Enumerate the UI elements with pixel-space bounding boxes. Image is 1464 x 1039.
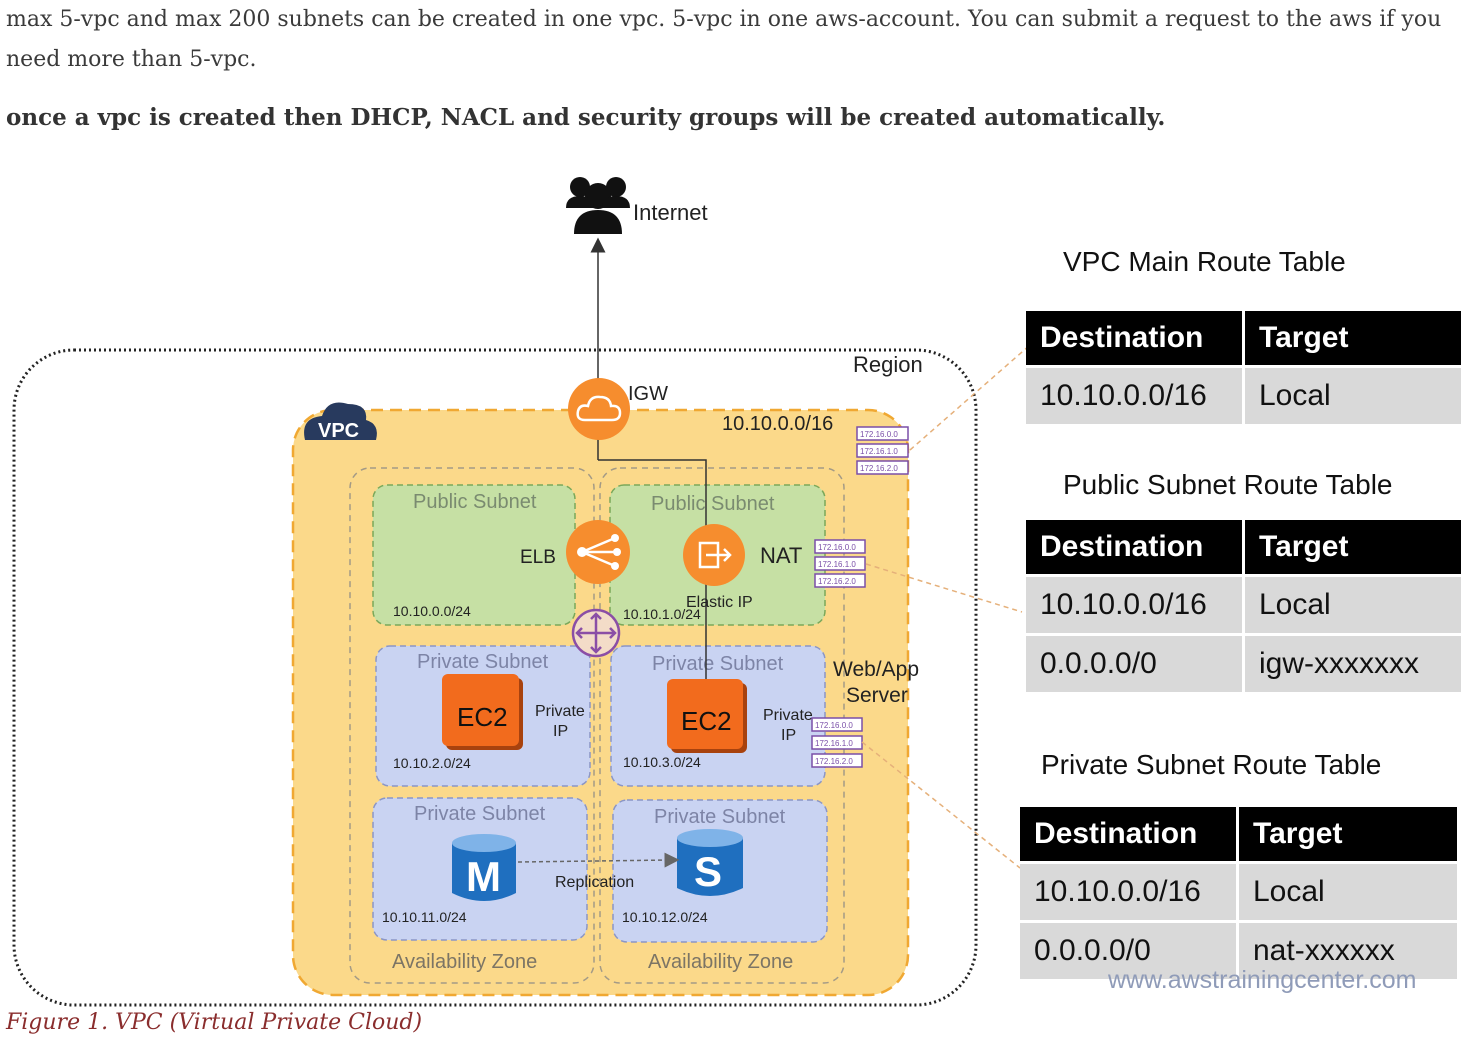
nat-label: NAT <box>760 543 802 568</box>
route-chips-private: 172.16.0.0 172.16.1.0 172.16.2.0 <box>811 717 863 768</box>
private-route-table: Destination Target 10.10.0.0/16 Local 0.… <box>1020 807 1457 979</box>
public-route-table-title: Public Subnet Route Table <box>1063 469 1393 500</box>
route-chip-label: 172.16.1.0 <box>815 739 853 748</box>
table-header: Destination <box>1026 520 1245 576</box>
db-subnet-1-label: Private Subnet <box>414 803 546 825</box>
leader-line-private <box>861 741 1021 869</box>
web-app-label-2: Server <box>846 684 908 707</box>
table-row: 0.0.0.0/0 nat-xxxxxx <box>1020 920 1457 979</box>
table-header: Destination <box>1026 311 1245 367</box>
db-subnet-2-label: Private Subnet <box>654 806 786 828</box>
private-route-table-title: Private Subnet Route Table <box>1041 749 1382 780</box>
table-cell: nat-xxxxxx <box>1237 920 1457 979</box>
table-row: 0.0.0.0/0 igw-xxxxxxx <box>1026 633 1461 692</box>
subnet-cidr-priv1: 10.10.2.0/24 <box>393 755 471 771</box>
table-row: 10.10.0.0/16 Local <box>1020 861 1457 922</box>
region-boundary <box>12 348 978 1007</box>
availability-zone-1 <box>349 467 595 984</box>
table-row: 10.10.0.0/16 Local <box>1026 574 1461 635</box>
route-chip-label: 172.16.1.0 <box>818 560 856 569</box>
private-ip-2-line1: Private <box>763 707 813 724</box>
table-row: 10.10.0.0/16 Local <box>1026 365 1461 424</box>
table-cell: 10.10.0.0/16 <box>1020 861 1239 922</box>
public-subnet-2-label: Public Subnet <box>651 493 775 515</box>
ec2-instance-2: EC2 <box>667 679 747 753</box>
intro-paragraph: max 5-vpc and max 200 subnets can be cre… <box>6 7 1442 72</box>
table-cell: Local <box>1237 861 1457 922</box>
region-label: Region <box>853 352 923 377</box>
table-header: Destination <box>1020 807 1239 863</box>
route-chip-label: 172.16.0.0 <box>860 430 898 439</box>
leader-line-main <box>909 344 1031 451</box>
private-ip-1-line2: IP <box>553 723 568 740</box>
igw-label: IGW <box>628 383 668 405</box>
db-master-icon: M <box>452 834 516 901</box>
route-chip-label: 172.16.0.0 <box>815 721 853 730</box>
main-route-table: Destination Target 10.10.0.0/16 Local <box>1026 311 1461 424</box>
public-route-table: Destination Target 10.10.0.0/16 Local 0.… <box>1026 520 1461 692</box>
vpc-cloud-badge: VPC <box>304 402 377 442</box>
subnet-cidr-priv2: 10.10.3.0/24 <box>623 754 701 770</box>
route-chip-label: 172.16.2.0 <box>860 464 898 473</box>
table-header: Target <box>1237 807 1457 863</box>
ec2-label-2: EC2 <box>681 706 732 736</box>
subnet-cidr-pub1: 10.10.0.0/24 <box>393 603 471 619</box>
route-chip-label: 172.16.0.0 <box>818 543 856 552</box>
bold-statement: once a vpc is created then DHCP, NACL an… <box>6 104 1166 131</box>
table-cell: igw-xxxxxxx <box>1243 633 1461 692</box>
table-header: Target <box>1243 311 1461 367</box>
route-chips-vpc: 172.16.0.0 172.16.1.0 172.16.2.0 <box>856 426 909 475</box>
private-subnet-1-label: Private Subnet <box>417 651 549 673</box>
leader-line-public <box>865 563 1023 613</box>
subnet-cidr-db1: 10.10.11.0/24 <box>382 909 467 925</box>
table-cell: 0.0.0.0/0 <box>1020 920 1239 979</box>
users-icon <box>566 177 630 234</box>
elb-label: ELB <box>520 547 556 568</box>
availability-zone-2 <box>599 467 845 984</box>
route-chip-label: 172.16.2.0 <box>815 757 853 766</box>
db-master-letter: M <box>466 853 501 900</box>
subnet-cidr-pub2: 10.10.1.0/24 <box>623 606 701 622</box>
private-ip-2-line2: IP <box>781 727 796 744</box>
figure-caption: Figure 1. VPC (Virtual Private Cloud) <box>6 1010 423 1035</box>
route-chips-public: 172.16.0.0 172.16.1.0 172.16.2.0 <box>814 539 866 588</box>
table-header: Target <box>1243 520 1461 576</box>
az-label-2: Availability Zone <box>648 951 793 973</box>
ec2-label-1: EC2 <box>457 702 508 732</box>
watermark: www.awstrainingcenter.com <box>1108 966 1417 994</box>
subnet-cidr-db2: 10.10.12.0/24 <box>622 909 708 925</box>
web-app-label-1: Web/App <box>833 658 919 681</box>
table-cell: Local <box>1243 574 1461 635</box>
az-label-1: Availability Zone <box>392 951 537 973</box>
private-ip-1-line1: Private <box>535 703 585 720</box>
nat-icon <box>683 524 745 586</box>
vpc-badge-label: VPC <box>318 420 359 442</box>
router-icon <box>571 608 621 658</box>
private-subnet-2-label: Private Subnet <box>652 653 784 675</box>
replication-label: Replication <box>555 874 634 891</box>
main-route-table-title: VPC Main Route Table <box>1063 246 1346 277</box>
vpc-cidr-label: 10.10.0.0/16 <box>722 413 833 435</box>
elb-icon <box>566 520 630 584</box>
table-cell: Local <box>1243 365 1461 424</box>
elastic-ip-label: Elastic IP <box>686 594 753 611</box>
internet-label: Internet <box>633 200 708 225</box>
ec2-instance-1: EC2 <box>442 674 523 750</box>
table-cell: 10.10.0.0/16 <box>1026 574 1245 635</box>
nat-link-line <box>598 459 707 690</box>
public-subnet-1-label: Public Subnet <box>413 491 537 513</box>
table-cell: 0.0.0.0/0 <box>1026 633 1245 692</box>
route-chip-label: 172.16.2.0 <box>818 577 856 586</box>
route-chip-label: 172.16.1.0 <box>860 447 898 456</box>
db-slave-icon: S <box>677 829 743 896</box>
db-slave-letter: S <box>694 848 722 895</box>
igw-icon <box>568 378 630 440</box>
replication-arrow <box>517 852 680 868</box>
table-cell: 10.10.0.0/16 <box>1026 365 1245 424</box>
